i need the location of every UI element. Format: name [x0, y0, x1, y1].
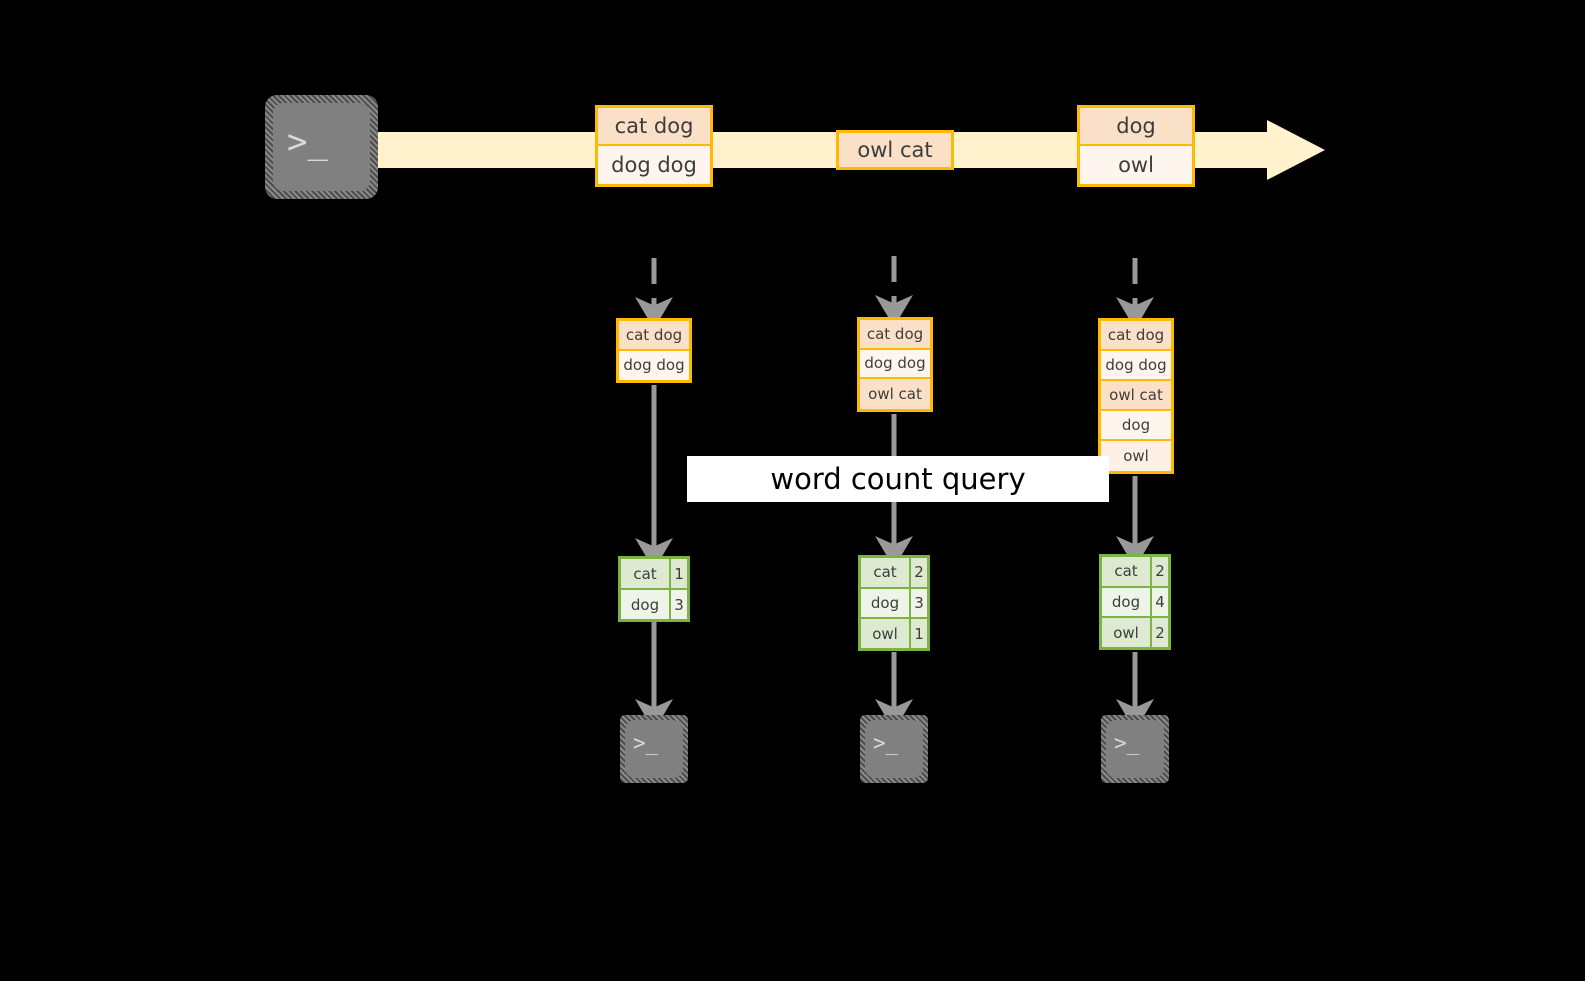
- count-word: owl: [861, 619, 911, 649]
- stream-message-1: cat dog dog dog: [595, 105, 713, 187]
- count-word: dog: [861, 588, 911, 618]
- snapshot-1-log: cat dog dog dog: [616, 318, 692, 383]
- terminal-prompt-glyph: >_: [873, 731, 899, 755]
- snapshot-1-counts: cat 1 dog 3: [618, 556, 690, 622]
- stream-message-line: owl: [1080, 146, 1192, 184]
- count-row: dog 3: [621, 590, 687, 619]
- stream-message-line: cat dog: [598, 108, 710, 146]
- terminal-prompt-glyph: >_: [287, 122, 328, 162]
- count-value: 3: [674, 595, 684, 614]
- count-row: owl 1: [861, 619, 927, 649]
- count-row: dog 3: [861, 588, 927, 620]
- log-entry: cat dog: [860, 320, 930, 350]
- terminal-prompt-glyph: >_: [1114, 731, 1140, 755]
- query-label: word count query: [687, 456, 1109, 502]
- count-word: cat: [621, 559, 671, 588]
- log-entry: dog: [1101, 411, 1171, 441]
- log-entry: dog dog: [1101, 351, 1171, 381]
- terminal-prompt-glyph: >_: [633, 731, 659, 755]
- snapshot-3-counts: cat 2 dog 4 owl 2: [1099, 554, 1171, 650]
- snapshot-2-counts: cat 2 dog 3 owl 1: [858, 555, 930, 651]
- log-entry: dog dog: [860, 349, 930, 380]
- stream-message-line: owl cat: [839, 133, 951, 167]
- count-value: 1: [914, 624, 924, 643]
- count-value: 3: [914, 594, 924, 612]
- count-value: 2: [1155, 623, 1165, 642]
- snapshot-3-log: cat dog dog dog owl cat dog owl: [1098, 318, 1174, 474]
- count-row: cat 1: [621, 559, 687, 590]
- count-word: cat: [861, 558, 911, 587]
- count-word: dog: [1102, 587, 1152, 617]
- consumer-terminal-icon-1: >_: [620, 715, 688, 783]
- count-row: dog 4: [1102, 587, 1168, 619]
- log-entry: dog dog: [619, 350, 689, 380]
- count-value: 2: [1155, 562, 1165, 581]
- producer-terminal-icon: >_: [265, 95, 378, 199]
- stream-message-3: dog owl: [1077, 105, 1195, 187]
- stream-message-line: dog: [1080, 108, 1192, 146]
- count-value: 4: [1155, 593, 1165, 611]
- log-entry: owl cat: [860, 379, 930, 409]
- log-entry: cat dog: [1101, 321, 1171, 351]
- stream-message-line: dog dog: [598, 146, 710, 184]
- count-word: owl: [1102, 618, 1152, 648]
- stream-message-2: owl cat: [836, 130, 954, 170]
- count-value: 2: [914, 563, 924, 582]
- count-row: cat 2: [1102, 557, 1168, 588]
- count-row: owl 2: [1102, 618, 1168, 648]
- log-entry: cat dog: [619, 321, 689, 351]
- count-word: dog: [621, 590, 671, 619]
- log-entry: owl: [1101, 441, 1171, 471]
- count-word: cat: [1102, 557, 1152, 586]
- snapshot-2-log: cat dog dog dog owl cat: [857, 317, 933, 412]
- count-value: 1: [674, 564, 684, 583]
- consumer-terminal-icon-2: >_: [860, 715, 928, 783]
- count-row: cat 2: [861, 558, 927, 589]
- log-entry: owl cat: [1101, 381, 1171, 411]
- consumer-terminal-icon-3: >_: [1101, 715, 1169, 783]
